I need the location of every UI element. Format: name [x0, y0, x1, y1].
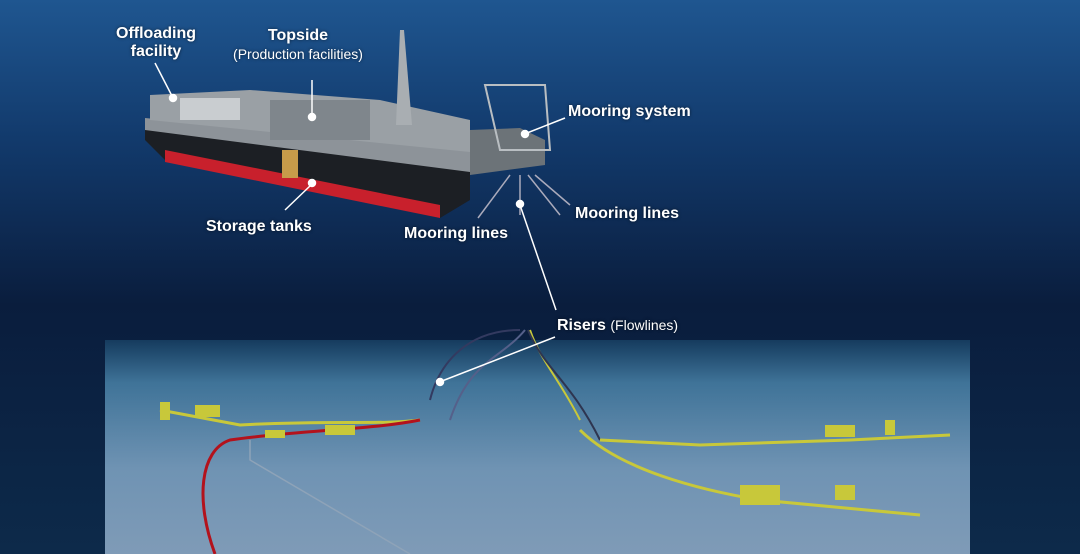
mooring-lines-left-label: Mooring lines	[404, 225, 508, 242]
leader-lines	[154, 62, 566, 387]
risers-label: Risers (Flowlines)	[557, 316, 678, 335]
risers-subtitle: (Flowlines)	[610, 317, 679, 333]
offloading-label-line2: facility	[130, 43, 182, 60]
seabed	[105, 340, 970, 554]
fpso-ship	[145, 30, 571, 219]
mooring-system-label: Mooring system	[568, 103, 691, 120]
risers-title: Risers	[557, 317, 606, 334]
topside-title: Topside	[267, 27, 329, 44]
storage-tanks-label: Storage tanks	[206, 218, 312, 235]
topside-label: Topside (Production facilities)	[226, 27, 370, 63]
subsea-equipment	[160, 402, 895, 505]
offloading-label-line1: Offloading	[116, 25, 196, 42]
topside-subtitle: (Production facilities)	[233, 46, 363, 62]
mooring-lines-right-label: Mooring lines	[575, 205, 679, 222]
offloading-facility-label: Offloading facility	[116, 25, 196, 61]
